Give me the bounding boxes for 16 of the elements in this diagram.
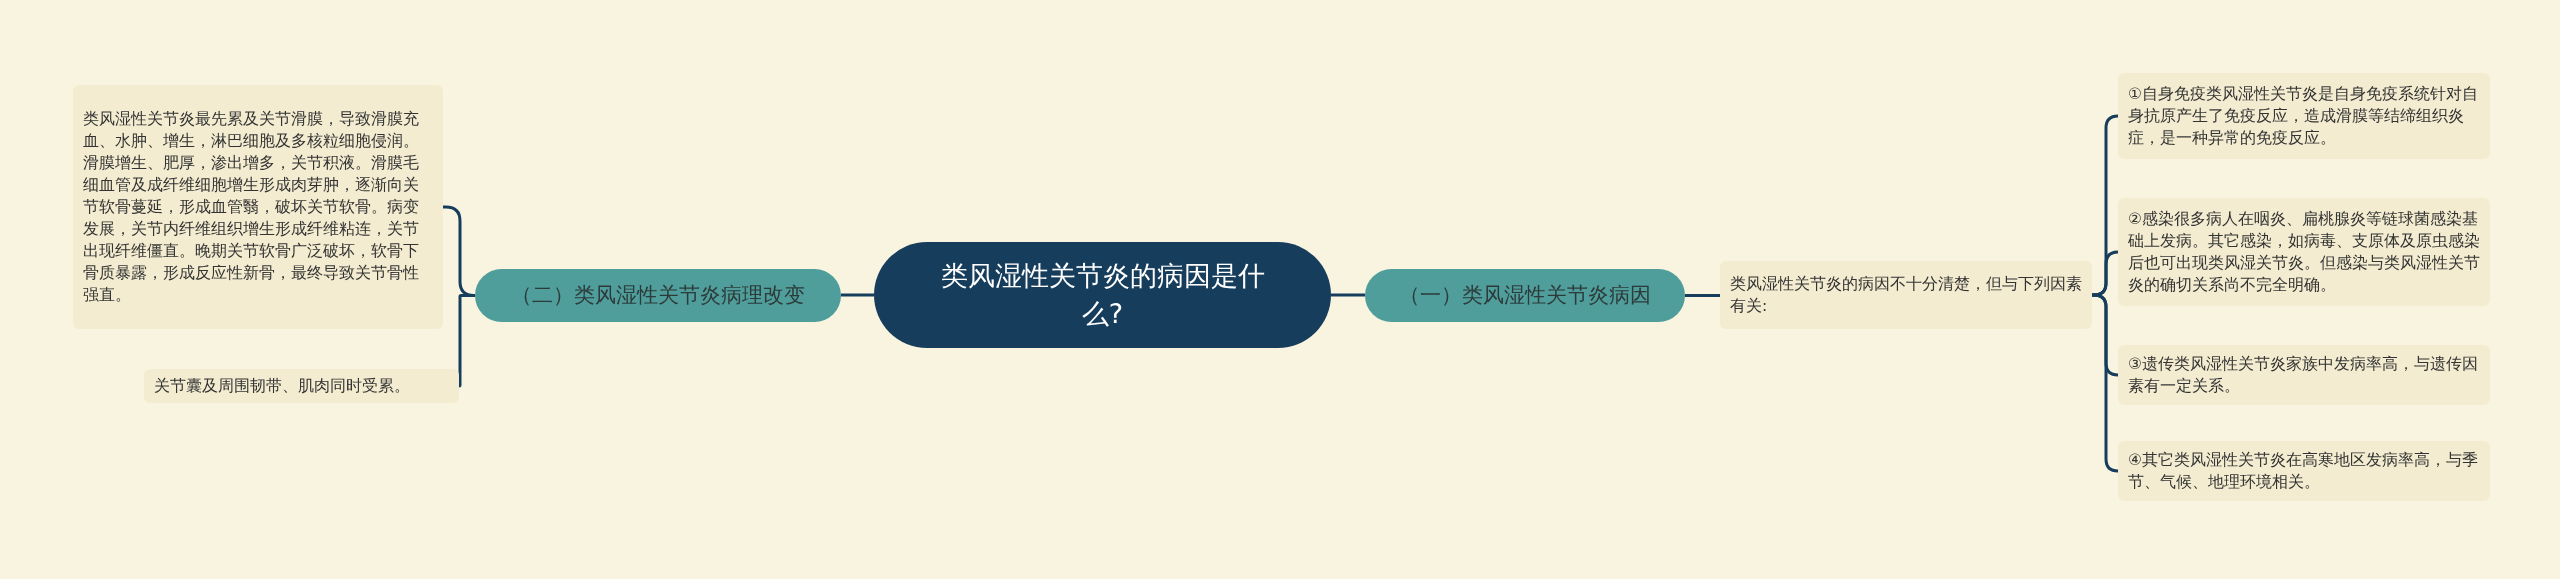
text-card: 类风湿性关节炎的病因不十分清楚，但与下列因素有关:: [1720, 261, 2092, 329]
text-card: 关节囊及周围韧带、肌肉同时受累。: [144, 369, 459, 403]
connector-line: [841, 293, 874, 297]
text-card: 类风湿性关节炎最先累及关节滑膜，导致滑膜充血、水肿、增生，淋巴细胞及多核粒细胞侵润。滑膜增生、肥厚，渗出增多，关节积液。滑膜毛细血管及成纤维细胞增生形成肉芽肿，逐渐向关节软骨蔓延，形成血管翳，破坏关节软骨。病变发展，关节内纤维组织增生形成纤维粘连，关节出现纤维僵直。晚期关节软骨广泛破坏，软骨下骨质暴露，形成反应性新骨，最终导致关节骨性强直。: [73, 85, 443, 329]
branch-topic: （一）类风湿性关节炎病因: [1365, 269, 1685, 322]
text-card: ④其它类风湿性关节炎在高寒地区发病率高，与季节、气候、地理环境相关。: [2118, 441, 2490, 501]
connector-line: [1331, 293, 1365, 297]
connector-line: [2092, 250, 2120, 297]
connector-line: [457, 294, 475, 388]
text-card: ①自身免疫类风湿性关节炎是自身免疫系统针对自身抗原产生了免疫反应，造成滑膜等结缔组织炎症，是一种异常的免疫反应。: [2118, 73, 2490, 159]
text-card: ②感染很多病人在咽炎、扁桃腺炎等链球菌感染基础上发病。其它感染，如病毒、支原体及原虫感染后也可出现类风湿关节炎。但感染与类风湿性关节炎的确切关系尚不完全明确。: [2118, 198, 2490, 306]
central-topic: 类风湿性关节炎的病因是什么?: [874, 242, 1331, 348]
text-card: ③遗传类风湿性关节炎家族中发病率高，与遗传因素有一定关系。: [2118, 345, 2490, 405]
connector-line: [2091, 293, 2120, 473]
connector-line: [1685, 294, 1720, 297]
branch-topic: （二）类风湿性关节炎病理改变: [475, 269, 841, 322]
